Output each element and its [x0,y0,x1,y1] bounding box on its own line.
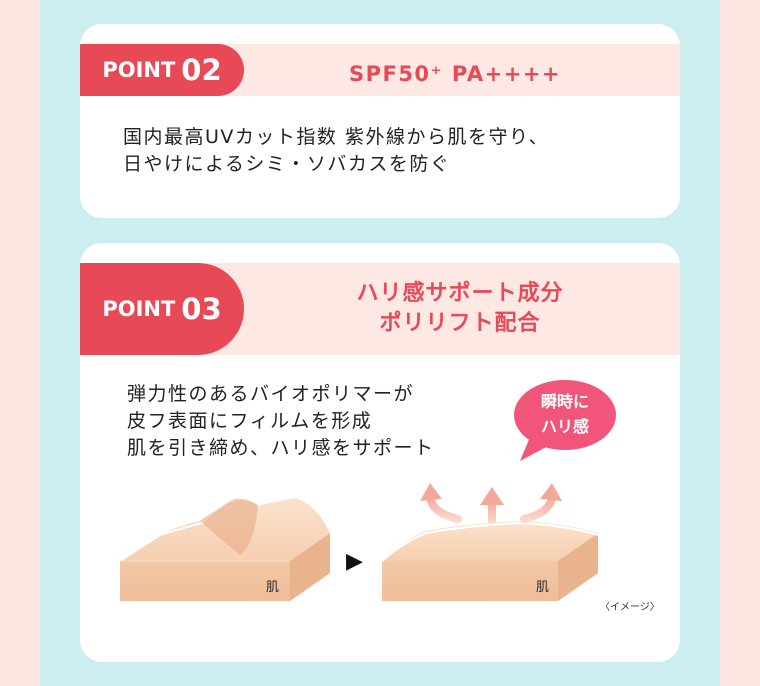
lift-arrow-left-icon [420,483,462,523]
skin-before-block [119,497,330,601]
description-line: 日やけによるシミ・ソバカスを防ぐ [123,153,451,175]
image-note: 〈イメージ〉 [600,602,660,613]
point-number: 02 [181,53,222,87]
bubble-line: 瞬時に [540,392,589,411]
description-line: 皮フ表面にフィルムを形成 [127,410,373,432]
bubble-line: ハリ感 [540,417,589,436]
point-label: POINT [102,58,176,82]
skin-label-before: 肌 [266,580,279,595]
point-03-description: 弾力性のあるバイオポリマーが 皮フ表面にフィルムを形成 肌を引き締め、ハリ感をサ… [127,381,435,462]
skin-label-after: 肌 [536,580,549,595]
description-line: 弾力性のあるバイオポリマーが [127,383,415,405]
point-03-card: POINT 03 ハリ感サポート成分 ポリリフト配合 弾力性のあるバイオポリマー… [80,243,680,662]
speech-bubble-text: 瞬時に ハリ感 [512,389,618,439]
point-02-title: SPF50⁺ PA++++ [348,62,562,86]
point-number: 03 [181,292,222,326]
title-line: ポリリフト配合 [379,311,541,336]
point-02-card: POINT 02 SPF50⁺ PA++++ 国内最高UVカット指数 紫外線から… [80,24,680,218]
description-line: 肌を引き締め、ハリ感をサポート [127,437,435,459]
skin-illustration: 肌 ▶ 肌 [119,483,599,601]
transition-arrow-icon: ▶ [346,549,363,574]
description-line: 国内最高UVカット指数 紫外線から肌を守り、 [123,126,550,148]
point-03-title: ハリ感サポート成分 ポリリフト配合 [260,279,660,339]
skin-after-block [381,521,599,601]
lift-arrow-right-icon [520,483,562,523]
point-label: POINT [102,297,176,321]
speech-bubble-icon [514,380,616,461]
point-03-tab: POINT 03 [80,263,244,355]
lift-arrow-center-icon [480,487,504,523]
title-line: ハリ感サポート成分 [356,281,564,306]
point-02-tab: POINT 02 [80,44,244,96]
point-02-description: 国内最高UVカット指数 紫外線から肌を守り、 日やけによるシミ・ソバカスを防ぐ [123,124,549,178]
